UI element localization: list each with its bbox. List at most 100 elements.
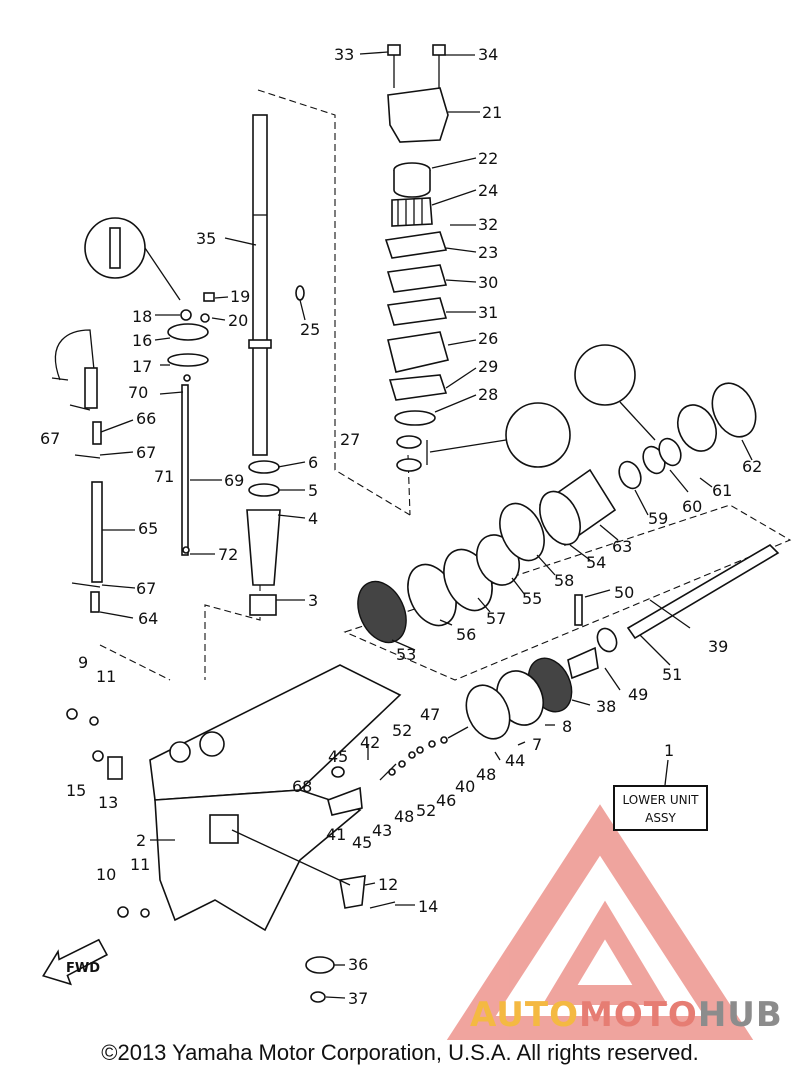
callout-68: 68 <box>292 777 312 796</box>
callout-61: 61 <box>712 481 732 500</box>
callout-51: 51 <box>662 665 682 684</box>
callout-11a: 11 <box>96 667 116 686</box>
callout-58: 58 <box>554 571 574 590</box>
callout-57: 57 <box>486 609 506 628</box>
water-pump-parts <box>384 44 450 472</box>
callout-40: 40 <box>455 777 475 796</box>
callout-27: 27 <box>340 430 360 449</box>
fwd-direction-arrow: FWD <box>42 938 109 986</box>
brand-auto: AUTO <box>470 995 579 1035</box>
callout-33: 33 <box>334 45 354 64</box>
callout-39: 39 <box>708 637 728 656</box>
callout-18: 18 <box>132 307 152 326</box>
callout-54: 54 <box>586 553 606 572</box>
callout-50: 50 <box>614 583 634 602</box>
callout-28: 28 <box>478 385 498 404</box>
callout-36: 36 <box>348 955 368 974</box>
callout-71: 71 <box>154 467 174 486</box>
callout-19: 19 <box>230 287 250 306</box>
exploded-parts-diagram: FWD <box>40 44 792 1040</box>
callout-48a: 48 <box>394 807 414 826</box>
callout-46: 46 <box>436 791 456 810</box>
brand-hub: HUB <box>697 995 783 1035</box>
callout-37: 37 <box>348 989 368 1008</box>
callout-7: 7 <box>532 735 542 754</box>
callout-32: 32 <box>478 215 498 234</box>
assembly-label-line2: ASSY <box>645 811 676 825</box>
callout-22: 22 <box>478 149 498 168</box>
callout-62: 62 <box>742 457 762 476</box>
copyright-notice: ©2013 Yamaha Motor Corporation, U.S.A. A… <box>101 1040 699 1065</box>
callout-47: 47 <box>420 705 440 724</box>
callout-leader-lines <box>99 51 753 999</box>
callout-15: 15 <box>66 781 86 800</box>
callout-30: 30 <box>478 273 498 292</box>
callout-41: 41 <box>326 825 346 844</box>
callout-numbers: 1 2 3 4 5 6 7 8 9 10 11 11 12 13 14 15 1… <box>40 45 762 1008</box>
callout-65: 65 <box>138 519 158 538</box>
callout-31: 31 <box>478 303 498 322</box>
callout-29: 29 <box>478 357 498 376</box>
callout-26: 26 <box>478 329 498 348</box>
shift-mechanism-parts <box>327 726 469 816</box>
callout-8: 8 <box>562 717 572 736</box>
callout-20: 20 <box>228 311 248 330</box>
callout-67a: 67 <box>40 429 60 448</box>
fwd-label: FWD <box>66 961 100 976</box>
callout-63: 63 <box>612 537 632 556</box>
callout-52a: 52 <box>392 721 412 740</box>
propeller-shaft-and-gears <box>357 344 780 740</box>
watermark-brand: AUTOMOTOHUB <box>470 995 783 1035</box>
callout-4: 4 <box>308 509 318 528</box>
callout-13: 13 <box>98 793 118 812</box>
callout-60: 60 <box>682 497 702 516</box>
callout-52b: 52 <box>416 801 436 820</box>
shift-rod-assembly <box>51 217 215 613</box>
callout-14: 14 <box>418 897 438 916</box>
callout-45a: 45 <box>328 747 348 766</box>
assembly-label-line1: LOWER UNIT <box>622 793 699 807</box>
callout-24: 24 <box>478 181 498 200</box>
callout-49: 49 <box>628 685 648 704</box>
callout-2: 2 <box>136 831 146 850</box>
callout-59: 59 <box>648 509 668 528</box>
callout-64: 64 <box>138 609 158 628</box>
callout-25: 25 <box>300 320 320 339</box>
callout-1: 1 <box>664 741 674 760</box>
callout-35: 35 <box>196 229 216 248</box>
callout-70: 70 <box>128 383 148 402</box>
callout-11b: 11 <box>130 855 150 874</box>
callout-43: 43 <box>372 821 392 840</box>
callout-66: 66 <box>136 409 156 428</box>
callout-16: 16 <box>132 331 152 350</box>
callout-17: 17 <box>132 357 152 376</box>
callout-67c: 67 <box>136 579 156 598</box>
callout-5: 5 <box>308 481 318 500</box>
callout-48b: 48 <box>476 765 496 784</box>
callout-34: 34 <box>478 45 498 64</box>
lower-casing <box>66 664 402 1003</box>
callout-21: 21 <box>482 103 502 122</box>
drive-shaft-assembly <box>246 114 305 616</box>
callout-56: 56 <box>456 625 476 644</box>
callout-55: 55 <box>522 589 542 608</box>
callout-42: 42 <box>360 733 380 752</box>
lower-unit-assy-label: LOWER UNIT ASSY <box>613 785 708 831</box>
callout-53: 53 <box>396 645 416 664</box>
callout-44: 44 <box>505 751 525 770</box>
callout-10: 10 <box>96 865 116 884</box>
callout-72: 72 <box>218 545 238 564</box>
callout-45b: 45 <box>352 833 372 852</box>
callout-6: 6 <box>308 453 318 472</box>
callout-12: 12 <box>378 875 398 894</box>
callout-67b: 67 <box>136 443 156 462</box>
bearing-detail-inset <box>426 402 571 468</box>
callout-9: 9 <box>78 653 88 672</box>
watermark-triangle-logo <box>446 804 754 1040</box>
callout-23: 23 <box>478 243 498 262</box>
brand-moto: MOTO <box>578 995 698 1035</box>
callout-38: 38 <box>596 697 616 716</box>
callout-69: 69 <box>224 471 244 490</box>
callout-3: 3 <box>308 591 318 610</box>
